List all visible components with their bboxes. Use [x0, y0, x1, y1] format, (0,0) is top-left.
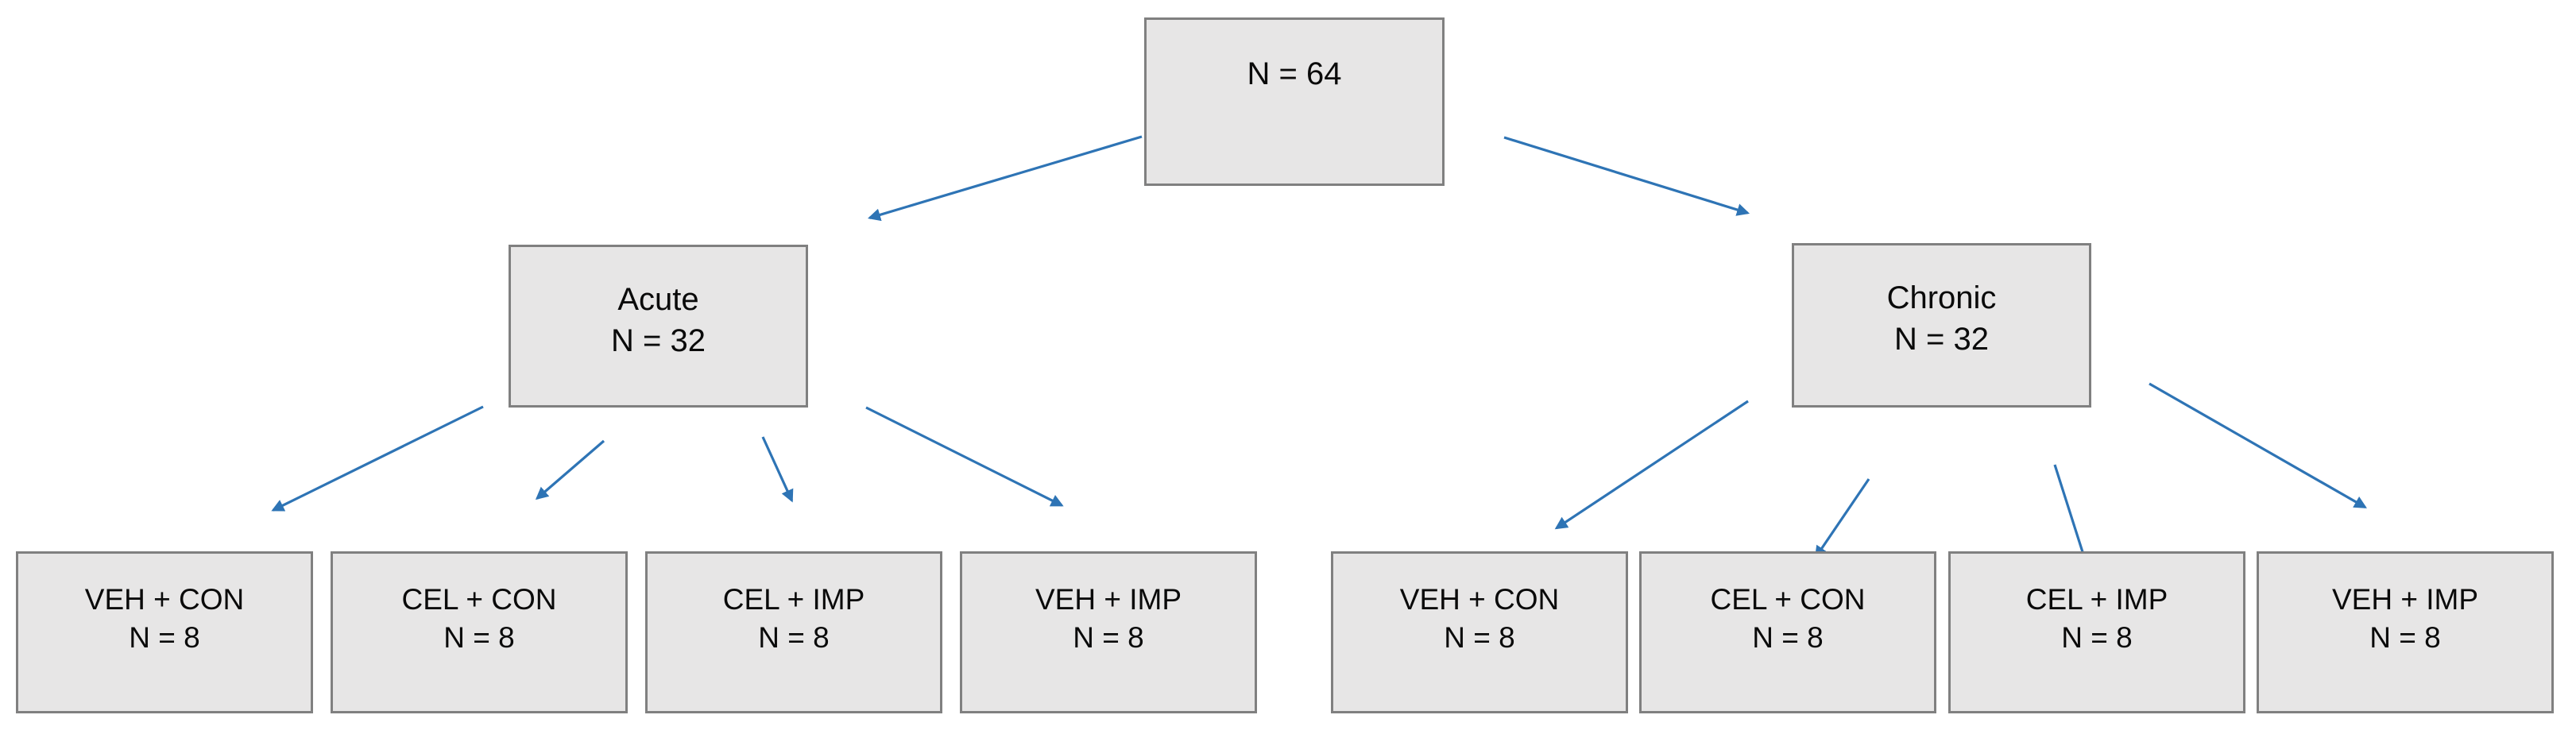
node-label-line: VEH + IMP [2331, 583, 2479, 616]
node-label-line: N = 32 [611, 323, 706, 358]
node-label-group: Chronic N = 32 [1794, 245, 2089, 360]
node-chronic-cel-con: CEL + CON N = 8 [1639, 551, 1936, 713]
node-label-group: CEL + IMP N = 8 [1951, 554, 2243, 657]
node-label-line: N = 64 [1247, 56, 1342, 91]
node-label-group: N = 64 [1147, 20, 1442, 95]
arrow-chronic-to-cel-con [1814, 478, 1870, 559]
node-root: N = 64 [1144, 17, 1445, 186]
arrow-root-to-chronic [1503, 136, 1750, 216]
node-label-group: CEL + IMP N = 8 [648, 554, 940, 657]
node-label-group: VEH + CON N = 8 [18, 554, 311, 657]
node-label-group: CEL + CON N = 8 [1642, 554, 1934, 657]
arrow-acute-to-cel-con [535, 439, 605, 500]
node-label-group: CEL + CON N = 8 [333, 554, 625, 657]
node-acute: Acute N = 32 [509, 245, 808, 408]
node-label-group: VEH + CON N = 8 [1333, 554, 1626, 657]
node-acute-veh-con: VEH + CON N = 8 [16, 551, 313, 713]
node-chronic: Chronic N = 32 [1792, 243, 2091, 408]
node-chronic-cel-imp: CEL + IMP N = 8 [1948, 551, 2245, 713]
node-label-group: VEH + IMP N = 8 [2259, 554, 2551, 657]
node-label-line: N = 32 [1894, 322, 1989, 357]
node-label-line: CEL + CON [1710, 583, 1866, 616]
node-label-line: N = 8 [1073, 621, 1144, 655]
node-label-line: N = 8 [2369, 621, 2441, 655]
node-label-line: CEL + CON [401, 583, 557, 616]
arrow-root-to-acute [868, 135, 1143, 222]
node-label-line: VEH + CON [1399, 583, 1560, 616]
arrow-chronic-to-veh-con [1554, 400, 1749, 530]
node-label-line: Chronic [1886, 280, 1997, 315]
node-label-line: N = 8 [758, 621, 830, 655]
node-acute-cel-con: CEL + CON N = 8 [331, 551, 628, 713]
node-label-line: CEL + IMP [722, 583, 865, 616]
node-label-group: Acute N = 32 [511, 247, 806, 361]
node-label-line: CEL + IMP [2025, 583, 2168, 616]
node-label-line: N = 8 [443, 621, 515, 655]
node-label-line: N = 8 [2061, 621, 2133, 655]
node-label-line: Acute [617, 282, 699, 317]
node-label-line: N = 8 [1444, 621, 1515, 655]
node-label-line: VEH + CON [84, 583, 245, 616]
arrow-acute-to-cel-imp [761, 436, 794, 503]
arrow-acute-to-veh-imp [865, 406, 1064, 507]
node-label-line: N = 8 [129, 621, 200, 655]
node-chronic-veh-con: VEH + CON N = 8 [1331, 551, 1628, 713]
arrow-chronic-to-veh-imp [2149, 382, 2367, 508]
node-acute-cel-imp: CEL + IMP N = 8 [645, 551, 942, 713]
arrow-acute-to-veh-con [271, 405, 484, 512]
node-label-line: VEH + IMP [1035, 583, 1182, 616]
node-acute-veh-imp: VEH + IMP N = 8 [960, 551, 1257, 713]
node-label-line: N = 8 [1752, 621, 1824, 655]
node-label-group: VEH + IMP N = 8 [962, 554, 1255, 657]
node-chronic-veh-imp: VEH + IMP N = 8 [2257, 551, 2554, 713]
